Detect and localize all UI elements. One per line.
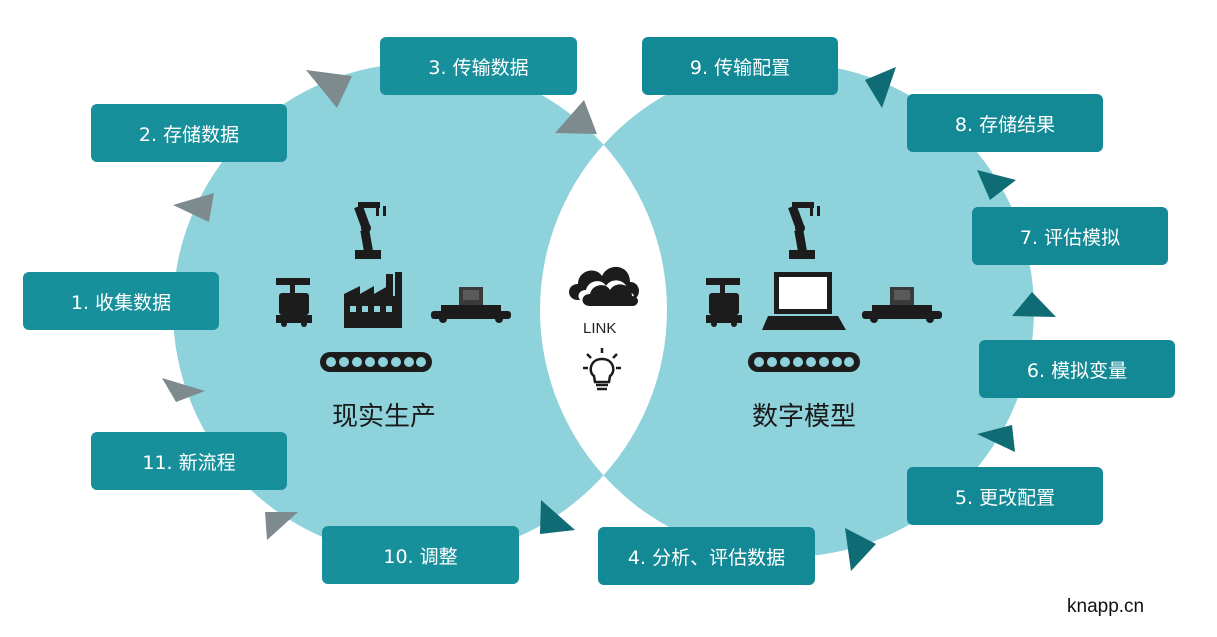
step-analyze-evaluate: 4. 分析、评估数据 bbox=[598, 527, 815, 585]
right-cycle-title: 数字模型 bbox=[752, 402, 857, 432]
cloud-icon bbox=[569, 266, 639, 306]
arrow-icon bbox=[1012, 292, 1056, 317]
mobile-robot-icon bbox=[706, 278, 742, 327]
right-cycle-arrows bbox=[540, 67, 1056, 571]
laptop-icon bbox=[762, 272, 846, 330]
robot-arm-icon bbox=[354, 202, 386, 259]
robot-arm-icon bbox=[788, 202, 820, 259]
lightbulb-icon bbox=[583, 348, 621, 391]
conveyor-cart-icon bbox=[862, 287, 942, 323]
step-transmit-config: 9. 传输配置 bbox=[642, 37, 838, 95]
arrow-icon bbox=[555, 100, 597, 134]
left-cycle-arrows bbox=[162, 70, 597, 540]
arrow-icon bbox=[162, 378, 205, 402]
step-transmit-data: 3. 传输数据 bbox=[380, 37, 577, 95]
arrow-icon bbox=[173, 193, 214, 222]
arrow-icon bbox=[865, 67, 896, 108]
source-credit: knapp.cn bbox=[1067, 596, 1145, 617]
step-collect-data: 1. 收集数据 bbox=[23, 272, 219, 330]
step-store-data: 2. 存储数据 bbox=[91, 104, 287, 162]
arrow-icon bbox=[977, 170, 1016, 200]
conveyor-belt-icon bbox=[748, 352, 860, 372]
arrow-icon bbox=[265, 512, 298, 540]
left-circle bbox=[173, 63, 667, 557]
step-simulate-variables: 6. 模拟变量 bbox=[979, 340, 1175, 398]
step-new-process: 11. 新流程 bbox=[91, 432, 287, 490]
link-label: LINK bbox=[583, 320, 617, 337]
step-adjust: 10. 调整 bbox=[322, 526, 519, 584]
arrow-icon bbox=[306, 70, 352, 108]
left-cycle-title: 现实生产 bbox=[332, 402, 437, 432]
arrow-icon bbox=[540, 500, 575, 534]
arrow-icon bbox=[977, 425, 1015, 452]
step-evaluate-simulation: 7. 评估模拟 bbox=[972, 207, 1168, 265]
mobile-robot-icon bbox=[276, 278, 312, 327]
factory-icon bbox=[344, 272, 402, 328]
conveyor-cart-icon bbox=[431, 287, 511, 323]
arrow-icon bbox=[845, 528, 876, 571]
conveyor-belt-icon bbox=[320, 352, 432, 372]
step-store-results: 8. 存储结果 bbox=[907, 94, 1103, 152]
step-change-config: 5. 更改配置 bbox=[907, 467, 1103, 525]
